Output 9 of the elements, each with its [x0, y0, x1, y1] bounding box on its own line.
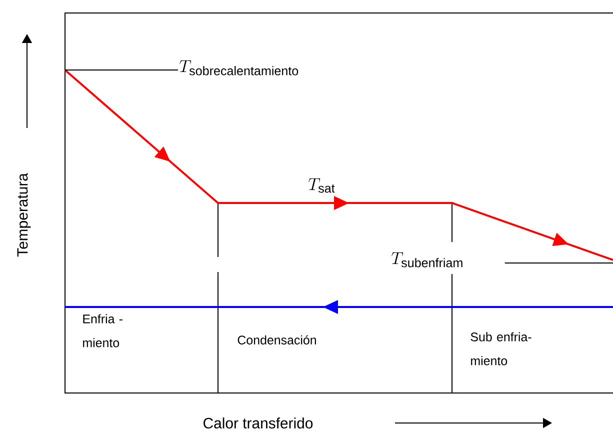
region-label: Sub enfria- miento [470, 332, 532, 366]
temperature-label: $T_{\mathrm{sat}}$ [308, 178, 335, 193]
axis-title: Calor transferido [204, 418, 313, 428]
temperature-label: $T_{\mathrm{sobrecalentamiento}}$ [180, 60, 298, 76]
region-label: Enfria - miento [83, 314, 122, 348]
temperature-label: $T_{\mathrm{subenfriam}}$ [392, 252, 462, 268]
axis-title: Temperatura [17, 173, 31, 257]
leader-line [504, 262, 613, 264]
region-label: Condensación [238, 335, 316, 344]
